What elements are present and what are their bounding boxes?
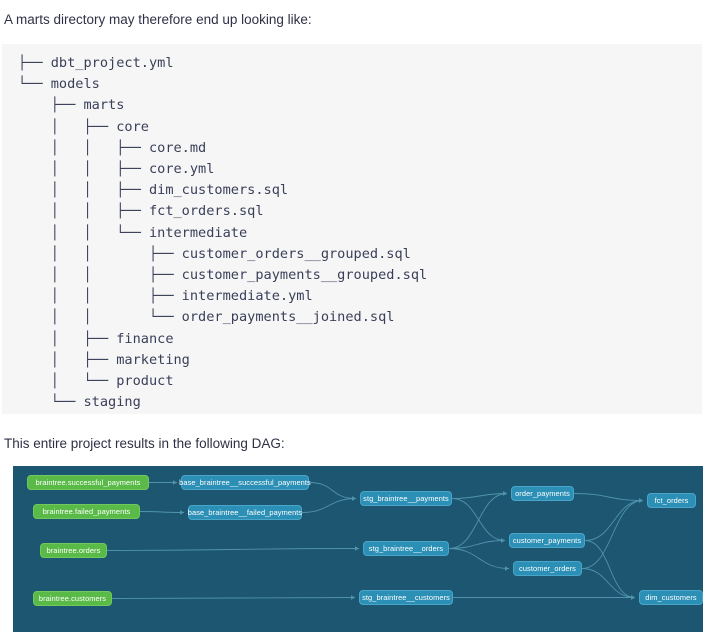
dag-edge-layer [106, 480, 644, 600]
dag-node-label: base_braintree__successful_payments [179, 478, 311, 487]
dag-edge-customer_payments-to-fct_orders [584, 500, 644, 541]
dag-node-customer_orders[interactable]: customer_orders [513, 561, 582, 576]
dag-node-label: fct_orders [654, 496, 689, 505]
dag-edge-base_braintree_failed_payments-to-stg_braintree_payments [301, 498, 357, 513]
dag-arrowhead [631, 595, 635, 600]
dag-node-label: customer_payments [512, 536, 582, 545]
dag-node-label: braintree.orders [46, 546, 101, 555]
dag-edge-stg_braintree_orders-to-customer_orders [448, 548, 510, 569]
directory-tree-code-block: ├── dbt_project.yml └── models ├── marts… [2, 44, 702, 414]
dag-arrowhead [505, 566, 509, 571]
dag-node-braintree_orders[interactable]: braintree.orders [40, 543, 107, 558]
intro-text: A marts directory may therefore end up l… [4, 12, 312, 27]
dag-arrowhead [503, 491, 507, 496]
dag-node-base_braintree_failed_payments[interactable]: base_braintree__failed_payments [188, 505, 302, 520]
dag-node-order_payments[interactable]: order_payments [511, 486, 574, 501]
directory-tree-text: ├── dbt_project.yml └── models ├── marts… [18, 55, 428, 411]
dag-node-label: braintree.successful_payments [35, 478, 141, 487]
dag-edge-stg_braintree_orders-to-order_payments [448, 493, 508, 549]
dag-node-label: dim_customers [645, 593, 697, 602]
dag-node-label: stg_braintree__customers [362, 593, 450, 602]
dag-edge-braintree_orders-to-stg_braintree_orders [106, 548, 360, 551]
dag-edge-base_braintree_successful_payments-to-stg_braintree_payments [308, 482, 357, 499]
dag-arrowhead [180, 510, 184, 515]
dag-arrowhead [355, 546, 359, 551]
dag-caption: This entire project results in the follo… [4, 436, 285, 451]
dag-node-braintree_failed_payments[interactable]: braintree.failed_payments [33, 504, 140, 519]
dag-node-label: stg_braintree__payments [363, 494, 449, 503]
dag-node-stg_braintree_customers[interactable]: stg_braintree__customers [359, 590, 453, 605]
dag-node-label: braintree.failed_payments [42, 507, 131, 516]
dag-node-label: braintree.customers [38, 594, 107, 603]
dag-node-braintree_customers[interactable]: braintree.customers [33, 591, 112, 606]
dag-node-stg_braintree_payments[interactable]: stg_braintree__payments [360, 491, 452, 506]
dag-arrowhead [352, 496, 356, 501]
dag-arrowhead [173, 480, 177, 485]
dag-node-customer_payments[interactable]: customer_payments [509, 533, 585, 548]
dag-arrowhead [501, 538, 505, 543]
dag-edge-stg_braintree_orders-to-customer_payments [448, 540, 506, 549]
dag-node-label: order_payments [515, 489, 570, 498]
dag-node-fct_orders[interactable]: fct_orders [647, 493, 696, 508]
dag-node-braintree_successful_payments[interactable]: braintree.successful_payments [27, 475, 149, 490]
dag-edge-customer_orders-to-fct_orders [581, 500, 644, 569]
dag-edge-braintree_failed_payments-to-base_braintree_failed_payments [139, 511, 185, 513]
dag-edge-customer_orders-to-dim_customers [581, 568, 636, 598]
dag-node-dim_customers[interactable]: dim_customers [639, 590, 703, 605]
dag-diagram: braintree.successful_payments braintree.f… [13, 466, 703, 632]
dag-edge-customer_payments-to-dim_customers [584, 540, 636, 598]
dag-edge-braintree_customers-to-stg_braintree_customers [111, 597, 356, 599]
dag-edge-stg_braintree_payments-to-order_payments [451, 493, 508, 499]
dag-node-stg_braintree_orders[interactable]: stg_braintree__orders [363, 541, 449, 556]
dag-node-base_braintree_successful_payments[interactable]: base_braintree__successful_payments [179, 475, 311, 490]
dag-edge-order_payments-to-fct_orders [573, 493, 644, 501]
dag-node-label: customer_orders [519, 564, 576, 573]
dag-node-label: stg_braintree__orders [368, 544, 444, 553]
dag-arrowhead [639, 498, 643, 503]
dag-node-label: base_braintree__failed_payments [187, 508, 303, 517]
dag-arrowhead [351, 595, 355, 600]
